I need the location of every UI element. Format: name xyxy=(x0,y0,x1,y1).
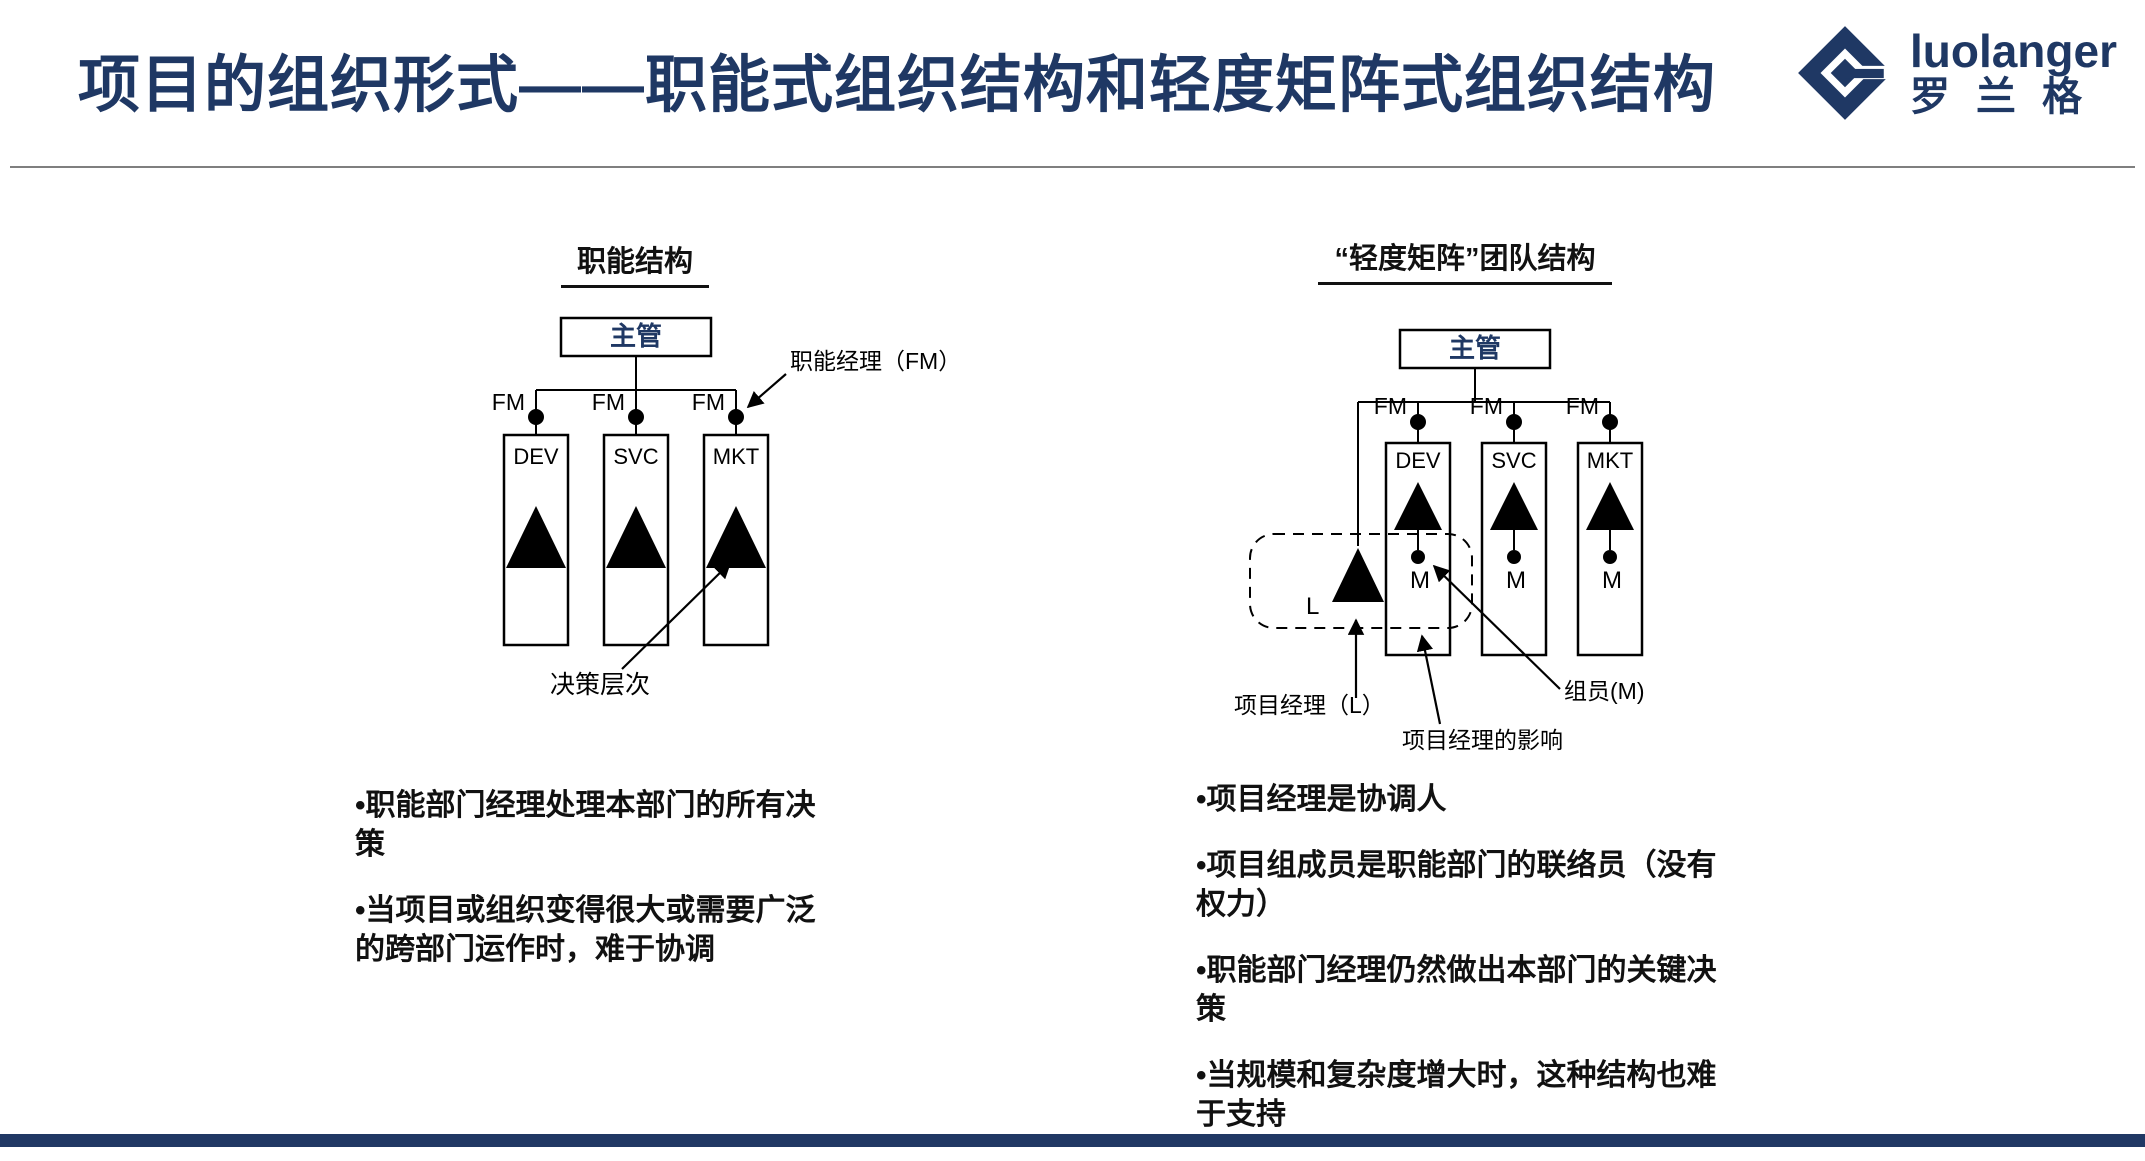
fm-dot xyxy=(728,409,744,425)
manager-triangle xyxy=(1394,482,1442,530)
fm-dot xyxy=(628,409,644,425)
dept-label: SVC xyxy=(1491,448,1536,473)
brand-logo: luolanger 罗兰格 xyxy=(1794,22,2117,124)
lightweight-matrix-diagram: 主管 FM FM FM DEV SVC MKT M M M L 项目经理（L） … xyxy=(1234,328,1644,753)
left-section-title-text: 职能结构 xyxy=(560,238,709,288)
fm-label: FM xyxy=(1566,393,1599,419)
member-label: M xyxy=(1410,567,1430,594)
brand-name-cn: 罗兰格 xyxy=(1909,75,2108,120)
staff-triangle xyxy=(706,506,766,568)
supervisor-label: 主管 xyxy=(1449,333,1501,363)
brand-name: luolanger xyxy=(1909,24,2117,77)
influence-annotation: 项目经理的影响 xyxy=(1402,727,1563,753)
fm-annotation: 职能经理（FM） xyxy=(790,348,961,374)
staff-triangle xyxy=(506,506,566,568)
footer-bar xyxy=(0,1134,2145,1147)
fm-dot xyxy=(1602,414,1618,430)
right-section-title: “轻度矩阵”团队结构 xyxy=(1265,235,1665,285)
member-dot xyxy=(1411,550,1425,564)
functional-structure-diagram: 主管 FM FM FM DEV SVC MKT 职能经理（FM） 决策层次 xyxy=(492,316,961,699)
leader-triangle xyxy=(1332,548,1384,602)
decision-annotation: 决策层次 xyxy=(550,671,650,699)
fm-label: FM xyxy=(592,389,625,415)
member-dot xyxy=(1603,550,1617,564)
pm-annotation: 项目经理（L） xyxy=(1234,692,1385,718)
dept-column-svc xyxy=(1480,441,1548,657)
dept-label: DEV xyxy=(513,444,559,469)
dept-label: SVC xyxy=(613,444,658,469)
fm-label: FM xyxy=(492,389,525,415)
influence-annotation-arrow xyxy=(1416,634,1442,725)
bullet-item: •项目经理是协调人 xyxy=(1196,783,1447,816)
member-dot xyxy=(1507,550,1521,564)
brand-logo-icon xyxy=(1798,26,1895,120)
right-bullet-list: •项目经理是协调人 •项目组成员是职能部门的联络员（没有权力） •职能部门经理仍… xyxy=(1196,780,1744,1161)
fm-label: FM xyxy=(1374,393,1407,419)
bullet-item: •当规模和复杂度增大时，这种结构也难于支持 xyxy=(1196,1059,1717,1131)
dept-label: DEV xyxy=(1395,448,1441,473)
member-annotation: 组员(M) xyxy=(1564,678,1644,704)
member-annotation-arrow xyxy=(1432,564,1561,690)
decision-annotation-arrow xyxy=(621,561,732,670)
brand-logo-text: luolanger 罗兰格 xyxy=(1909,24,2117,120)
header-divider xyxy=(10,166,2135,168)
member-label: M xyxy=(1506,567,1526,594)
fm-label: FM xyxy=(1470,393,1503,419)
slide-title: 项目的组织形式——职能式组织结构和轻度矩阵式组织结构 xyxy=(78,51,1717,120)
bullet-item: •当项目或组织变得很大或需要广泛的跨部门运作时，难于协调 xyxy=(355,894,816,966)
leader-label: L xyxy=(1306,593,1319,620)
left-section-title: 职能结构 xyxy=(455,238,815,288)
fm-dot xyxy=(1506,414,1522,430)
fm-annotation-arrow xyxy=(746,373,787,409)
fm-label: FM xyxy=(692,389,725,415)
supervisor-box xyxy=(559,316,713,358)
fm-dot xyxy=(1410,414,1426,430)
manager-triangle xyxy=(1490,482,1538,530)
bullet-item: •职能部门经理处理本部门的所有决策 xyxy=(355,789,816,861)
bullet-item: •职能部门经理仍然做出本部门的关键决策 xyxy=(1196,954,1717,1026)
member-label: M xyxy=(1602,567,1622,594)
fm-dot xyxy=(528,409,544,425)
left-bullet-list: •职能部门经理处理本部门的所有决策 •当项目或组织变得很大或需要广泛的跨部门运作… xyxy=(355,786,835,996)
supervisor-label: 主管 xyxy=(610,321,662,351)
manager-triangle xyxy=(1586,482,1634,530)
dept-label: MKT xyxy=(1587,448,1633,473)
bullet-item: •项目组成员是职能部门的联络员（没有权力） xyxy=(1196,849,1717,921)
dept-label: MKT xyxy=(713,444,759,469)
right-section-title-text: “轻度矩阵”团队结构 xyxy=(1318,235,1612,285)
supervisor-box xyxy=(1398,328,1552,370)
staff-triangle xyxy=(606,506,666,568)
